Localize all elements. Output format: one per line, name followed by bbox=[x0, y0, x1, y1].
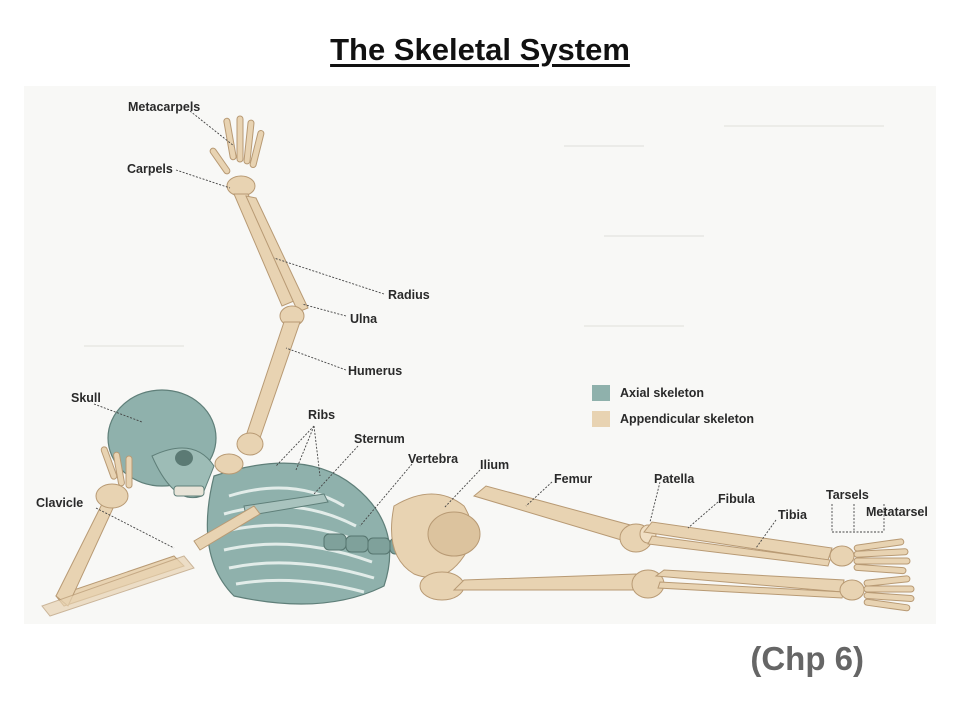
label-tarsels: Tarsels bbox=[826, 488, 869, 502]
leader-lines bbox=[93, 110, 885, 549]
label-humerus: Humerus bbox=[348, 364, 403, 378]
label-ilium: Ilium bbox=[480, 458, 510, 472]
skeleton-diagram: Metacarpels Carpels Radius Ulna Humerus … bbox=[24, 86, 936, 624]
legend-label-axial: Axial skeleton bbox=[620, 386, 705, 400]
label-radius: Radius bbox=[388, 288, 430, 302]
leg-bones bbox=[452, 485, 915, 612]
label-clavicle: Clavicle bbox=[36, 496, 84, 510]
shoulder-girdle bbox=[193, 453, 261, 551]
legend-swatch-appendicular bbox=[592, 411, 610, 427]
background-texture bbox=[84, 125, 884, 347]
rib-cage bbox=[206, 462, 391, 605]
skull-shape bbox=[100, 389, 217, 498]
supporting-arm-bones bbox=[41, 483, 195, 617]
label-metatarsel: Metatarsel bbox=[866, 505, 928, 519]
slide-title: The Skeletal System bbox=[330, 32, 630, 67]
legend-swatch-axial bbox=[592, 385, 610, 401]
label-fibula: Fibula bbox=[718, 492, 755, 506]
pelvis bbox=[391, 493, 481, 601]
label-metacarpels: Metacarpels bbox=[128, 100, 201, 114]
label-femur: Femur bbox=[554, 472, 593, 486]
label-ribs: Ribs bbox=[308, 408, 336, 422]
label-vertebra: Vertebra bbox=[408, 452, 459, 466]
chapter-reference: (Chp 6) bbox=[750, 640, 864, 677]
label-patella: Patella bbox=[654, 472, 695, 486]
label-carpels: Carpels bbox=[127, 162, 173, 176]
label-tibia: Tibia bbox=[778, 508, 807, 522]
skeleton-illustration bbox=[41, 110, 915, 617]
label-ulna: Ulna bbox=[350, 312, 378, 326]
label-skull: Skull bbox=[71, 391, 101, 405]
arm-bones bbox=[209, 115, 309, 456]
label-sternum: Sternum bbox=[354, 432, 405, 446]
legend-label-appendicular: Appendicular skeleton bbox=[620, 412, 755, 426]
